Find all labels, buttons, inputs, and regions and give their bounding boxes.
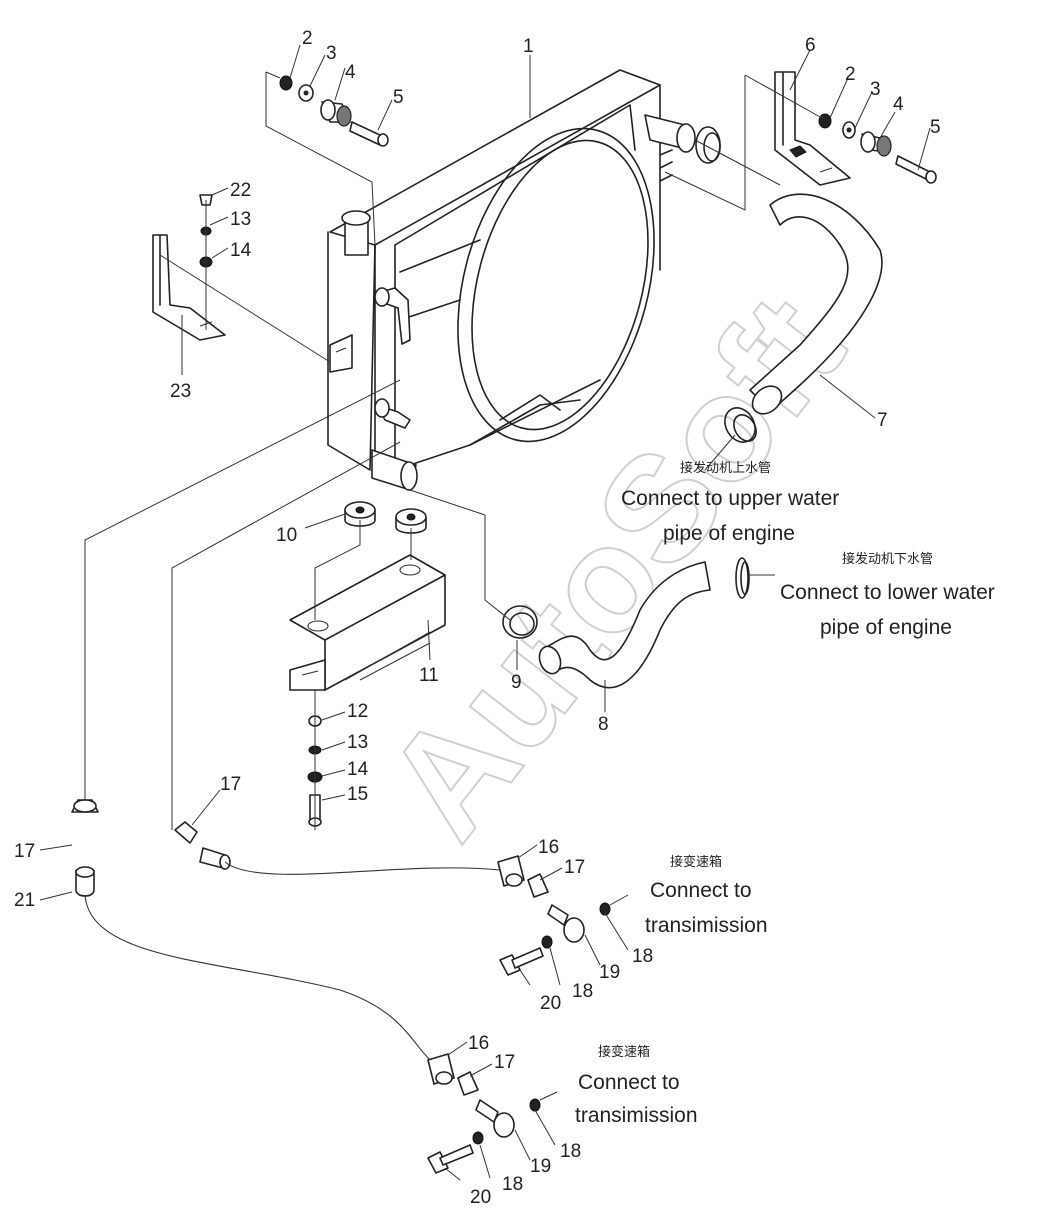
annotation-lower-water: 接发动机下水管 Connect to lower water pipe of e…	[780, 551, 995, 639]
label-5b: 5	[930, 117, 941, 138]
label-17b: 17	[14, 841, 35, 862]
label-14b: 14	[347, 759, 369, 780]
label-16b: 16	[468, 1033, 489, 1054]
upper-water-line2: pipe of engine	[663, 522, 795, 545]
label-3b: 3	[870, 79, 881, 100]
label-5a: 5	[393, 87, 404, 108]
part-number-labels: 1 2 3 4 5 6 2 3 4 5 22 13 14 23 7 10 11 …	[14, 28, 941, 1208]
leader-lines	[39, 44, 931, 1181]
transmission-2-line2: transimission	[575, 1104, 698, 1127]
label-18a: 18	[632, 946, 653, 967]
upper-hose-7	[695, 126, 883, 443]
label-7: 7	[877, 410, 888, 431]
right-bracket-6	[774, 71, 851, 186]
label-14a: 14	[230, 240, 252, 261]
transmission-2-line1: Connect to	[578, 1071, 680, 1094]
annotation-upper-water: 接发动机上水管 Connect to upper water pipe of e…	[621, 460, 839, 545]
transmission-1-line1: Connect to	[650, 879, 752, 902]
label-13a: 13	[230, 209, 251, 230]
hardware-top-left	[279, 75, 389, 147]
label-10: 10	[276, 525, 297, 546]
label-2b: 2	[845, 64, 856, 85]
lower-water-chinese: 接发动机下水管	[842, 551, 933, 567]
upper-water-chinese: 接发动机上水管	[680, 460, 771, 476]
lower-hose-8	[502, 557, 750, 689]
label-18d: 18	[502, 1174, 523, 1195]
label-19a: 19	[599, 962, 620, 983]
label-4a: 4	[345, 62, 356, 83]
transmission-2-chinese: 接变速箱	[598, 1044, 650, 1060]
left-bracket-23	[152, 194, 226, 341]
transmission-lines	[71, 799, 611, 1174]
label-21: 21	[14, 890, 35, 911]
label-17a: 17	[220, 774, 241, 795]
label-9: 9	[511, 672, 522, 693]
transmission-1-chinese: 接变速箱	[670, 854, 722, 870]
label-17c: 17	[564, 857, 585, 878]
label-23: 23	[170, 381, 191, 402]
label-20a: 20	[540, 993, 561, 1014]
label-12: 12	[347, 701, 368, 722]
lower-water-line2: pipe of engine	[820, 616, 952, 639]
upper-water-line1: Connect to upper water	[621, 487, 839, 510]
label-20b: 20	[470, 1187, 491, 1208]
label-4b: 4	[893, 94, 904, 115]
annotation-transmission-1: 接变速箱 Connect to transimission	[645, 854, 768, 937]
radiator-body	[327, 69, 696, 491]
label-22: 22	[230, 180, 251, 201]
label-18c: 18	[560, 1141, 581, 1162]
label-19b: 19	[530, 1156, 551, 1177]
label-3a: 3	[326, 43, 337, 64]
label-13b: 13	[347, 732, 368, 753]
label-11: 11	[419, 665, 439, 686]
label-1: 1	[523, 36, 534, 57]
lower-water-line1: Connect to lower water	[780, 581, 995, 604]
transmission-1-line2: transimission	[645, 914, 768, 937]
label-17d: 17	[494, 1052, 515, 1073]
label-16a: 16	[538, 837, 559, 858]
label-15: 15	[347, 784, 368, 805]
hardware-right	[818, 113, 937, 184]
mount-11	[289, 501, 446, 691]
label-18b: 18	[572, 981, 593, 1002]
label-6: 6	[805, 35, 816, 56]
label-2a: 2	[302, 28, 313, 49]
annotation-transmission-2: 接变速箱 Connect to transimission	[575, 1044, 698, 1127]
label-8: 8	[598, 714, 609, 735]
